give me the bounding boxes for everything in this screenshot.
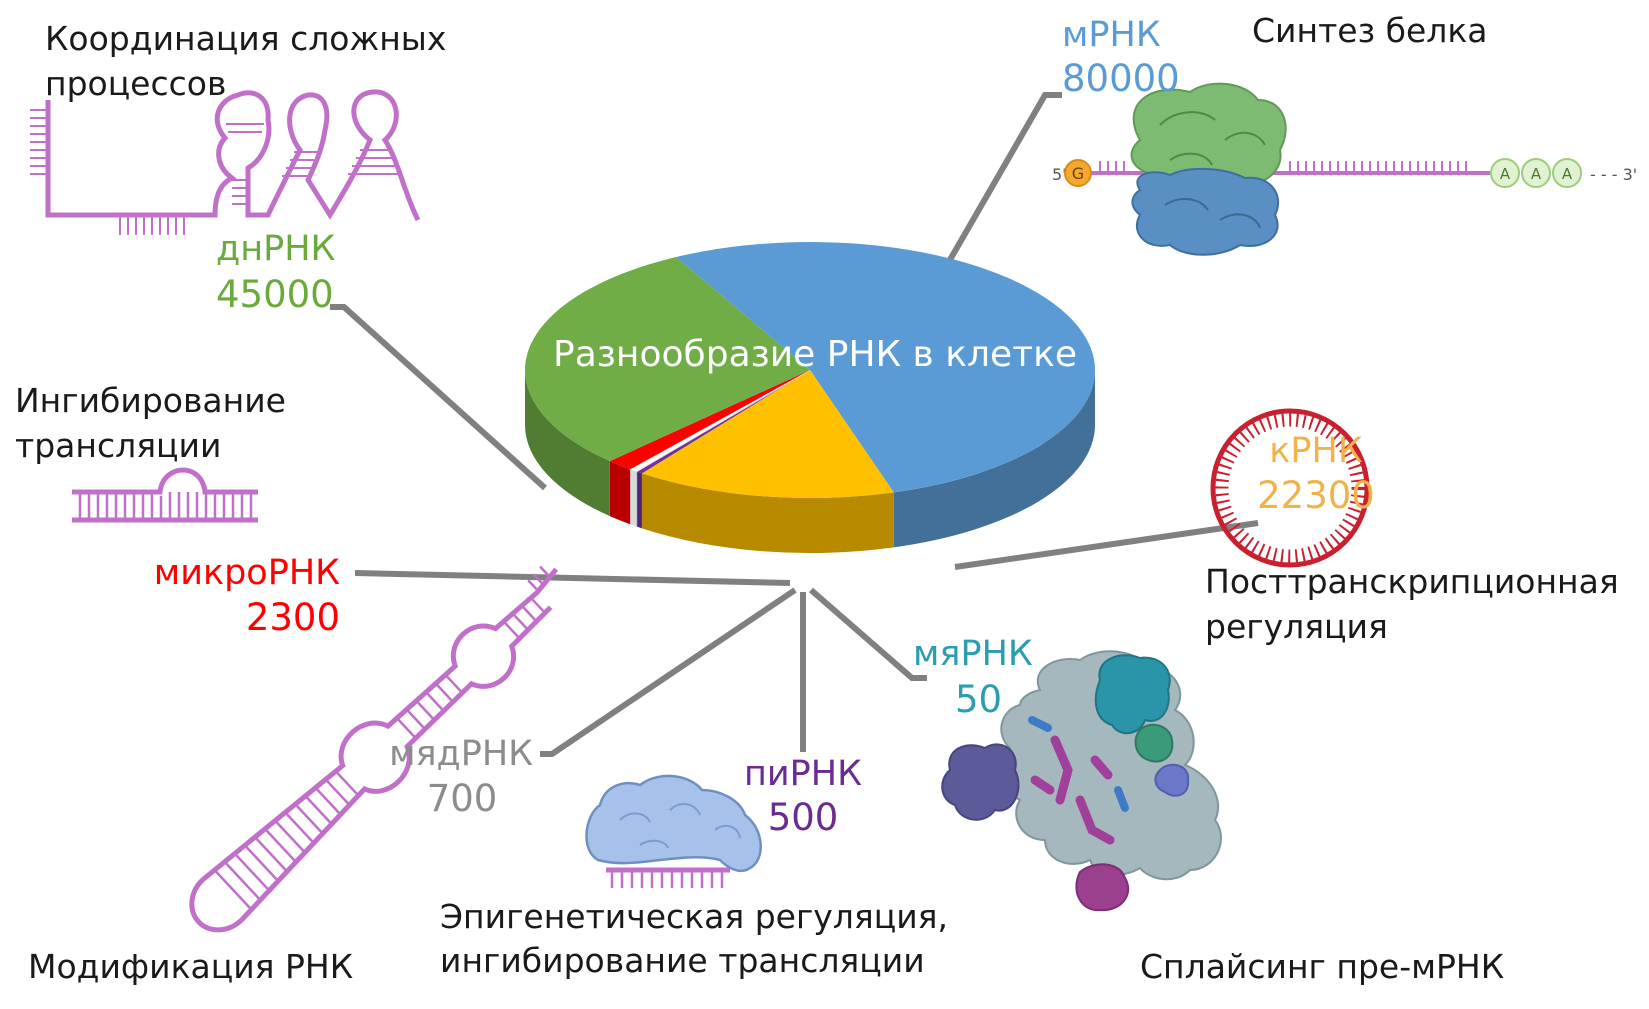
ribosome-mrna-illustration: 5' G A A A - - - 3' bbox=[1052, 82, 1637, 256]
chart-title: Разнообразие РНК в клетке bbox=[553, 334, 1077, 375]
leader-line-myadrna bbox=[540, 587, 797, 757]
slice-value-krna: 22300 bbox=[1257, 474, 1375, 517]
pie-slice-dnrna bbox=[525, 256, 810, 462]
cap-g-circle bbox=[1064, 159, 1092, 187]
slice-value-myadrna: 700 bbox=[427, 777, 498, 820]
three-prime-label: - - - 3' bbox=[1590, 165, 1637, 184]
pie-side-mrna bbox=[893, 370, 1095, 548]
slice-label-krna: кРНК bbox=[1269, 431, 1363, 471]
leader-line-mikrorna bbox=[354, 570, 791, 586]
polya-a-circle bbox=[1552, 158, 1582, 188]
polya-a-label: A bbox=[1500, 165, 1511, 183]
pie-side-pirna bbox=[637, 471, 642, 529]
slice-label-dnrna: днРНК bbox=[216, 229, 336, 269]
mirna-illustration bbox=[72, 467, 258, 523]
polya-a-circle bbox=[1490, 158, 1520, 188]
polya-a-label: A bbox=[1531, 165, 1542, 183]
slice-value-myarna: 50 bbox=[955, 678, 1002, 721]
leader-line-krna bbox=[954, 520, 1259, 570]
function-label-dnrna: Координация сложных bbox=[45, 19, 446, 58]
leader-lines bbox=[330, 92, 1259, 757]
function-label-pirna: Эпигенетическая регуляция, bbox=[440, 897, 948, 936]
slice-label-myadrna: мядРНК bbox=[389, 734, 533, 774]
pie-side-walls bbox=[525, 370, 1095, 553]
lncrna-illustration bbox=[30, 89, 421, 235]
function-label-mrna: Синтез белка bbox=[1252, 11, 1488, 50]
pie-side-dnrna bbox=[525, 370, 610, 517]
function-label-dnrna: процессов bbox=[45, 64, 226, 103]
function-label-mikrorna: трансляции bbox=[15, 426, 221, 465]
cap-g-label: G bbox=[1072, 164, 1084, 183]
slice-label-mrna: мРНК bbox=[1062, 15, 1161, 55]
spliceosome-illustration bbox=[941, 650, 1222, 912]
slice-value-mrna: 80000 bbox=[1062, 57, 1180, 100]
function-label-krna: регуляция bbox=[1205, 607, 1388, 646]
polya-a-circle bbox=[1521, 158, 1551, 188]
function-label-myadrna: Модификация РНК bbox=[28, 947, 353, 986]
piwi-pirna-illustration bbox=[585, 774, 762, 888]
pie-chart bbox=[525, 242, 1095, 553]
slice-label-mikrorna: микроРНК bbox=[154, 553, 340, 593]
function-label-pirna: ингибирование трансляции bbox=[440, 941, 925, 980]
leader-line-mrna bbox=[944, 92, 1062, 267]
pie-side-mikrorna bbox=[609, 461, 631, 525]
slice-value-pirna: 500 bbox=[768, 796, 839, 839]
polya-a-label: A bbox=[1562, 165, 1573, 183]
pie-slice-mikrorna bbox=[609, 370, 810, 470]
pie-side-krna bbox=[641, 473, 894, 553]
leader-line-dnrna bbox=[330, 304, 548, 491]
pie-slice-krna bbox=[641, 370, 894, 499]
slice-value-dnrna: 45000 bbox=[216, 273, 334, 316]
function-label-krna: Посттранскрипционная bbox=[1205, 562, 1619, 601]
function-label-mikrorna: Ингибирование bbox=[15, 381, 286, 420]
snorna-illustration bbox=[189, 565, 559, 933]
leader-line-myarna bbox=[809, 587, 927, 681]
pie-side-myadrna bbox=[630, 469, 637, 527]
slice-value-mikrorna: 2300 bbox=[246, 596, 340, 639]
circrna-illustration bbox=[1210, 408, 1370, 568]
slice-label-pirna: пиРНК bbox=[744, 754, 862, 794]
five-prime-label: 5' bbox=[1052, 165, 1067, 184]
pie-slice-myadrna bbox=[628, 369, 811, 473]
function-label-myarna: Сплайсинг пре-мРНК bbox=[1140, 947, 1504, 986]
slice-label-myarna: мяРНК bbox=[913, 634, 1033, 674]
pie-slice-mrna bbox=[676, 242, 1095, 493]
